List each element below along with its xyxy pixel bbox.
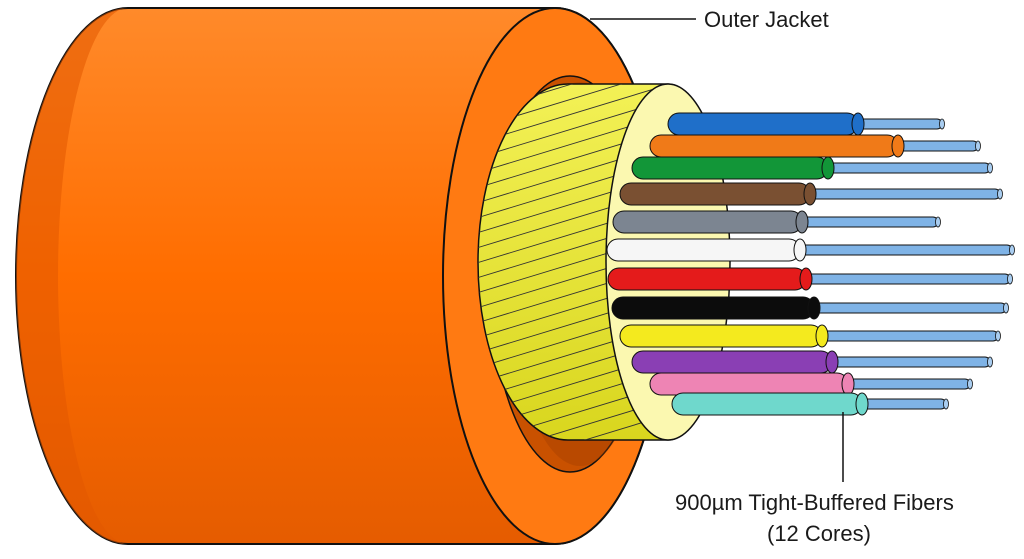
buffer-end: [821, 156, 835, 180]
glass-core: [809, 188, 1001, 200]
buffer-end: [825, 350, 839, 374]
buffer-end: [841, 372, 855, 396]
glass-tip: [1009, 244, 1015, 256]
outer-jacket-callout: Outer Jacket: [590, 7, 829, 32]
buffer-end: [807, 296, 821, 320]
fiber-group: [606, 112, 1015, 416]
glass-tip: [997, 188, 1003, 200]
fibers-label-line1: 900µm Tight-Buffered Fibers: [675, 490, 954, 515]
glass-tip: [1007, 273, 1013, 285]
orange-fiber: [649, 134, 981, 158]
glass-tip: [987, 356, 993, 368]
buffer-end: [851, 112, 865, 136]
glass-core: [821, 330, 999, 342]
buffer-jacket: [649, 372, 849, 396]
glass-tip: [939, 118, 945, 130]
buffer-jacket: [612, 210, 803, 234]
glass-core: [861, 398, 947, 410]
red-fiber: [607, 267, 1013, 291]
buffer-end: [855, 392, 869, 416]
glass-core: [801, 216, 939, 228]
glass-core: [827, 162, 991, 174]
fibers-callout: 900µm Tight-Buffered Fibers (12 Cores): [675, 412, 954, 546]
glass-tip: [987, 162, 993, 174]
glass-core: [847, 378, 971, 390]
glass-core: [799, 244, 1013, 256]
slate-fiber: [612, 210, 941, 234]
fiber-bundle: [605, 83, 1015, 441]
buffer-jacket: [631, 350, 833, 374]
glass-tip: [995, 330, 1001, 342]
black-fiber: [611, 296, 1009, 320]
buffer-jacket: [649, 134, 899, 158]
glass-core: [897, 140, 979, 152]
buffer-end: [891, 134, 905, 158]
buffer-jacket: [671, 392, 863, 416]
buffer-jacket: [631, 156, 829, 180]
glass-tip: [967, 378, 973, 390]
rose-fiber: [649, 372, 973, 396]
buffer-end: [815, 324, 829, 348]
buffer-end: [793, 238, 807, 262]
glass-tip: [935, 216, 941, 228]
buffer-end: [795, 210, 809, 234]
buffer-jacket: [606, 238, 801, 262]
glass-core: [805, 273, 1011, 285]
violet-fiber: [631, 350, 993, 374]
jacket-left-shade: [16, 8, 128, 544]
buffer-jacket: [619, 182, 811, 206]
glass-tip: [1003, 302, 1009, 314]
glass-tip: [975, 140, 981, 152]
outer-jacket-label: Outer Jacket: [704, 7, 829, 32]
buffer-end: [799, 267, 813, 291]
glass-core: [813, 302, 1007, 314]
buffer-jacket: [667, 112, 859, 136]
blue-fiber: [667, 112, 945, 136]
buffer-end: [803, 182, 817, 206]
brown-fiber: [619, 182, 1003, 206]
fibers-label-line2: (12 Cores): [767, 521, 871, 546]
glass-core: [857, 118, 943, 130]
buffer-jacket: [607, 267, 807, 291]
aqua-fiber: [671, 392, 949, 416]
glass-core: [831, 356, 991, 368]
green-fiber: [631, 156, 993, 180]
glass-tip: [943, 398, 949, 410]
yellow-fiber: [619, 324, 1001, 348]
buffer-jacket: [619, 324, 823, 348]
white-fiber: [606, 238, 1015, 262]
buffer-jacket: [611, 296, 815, 320]
